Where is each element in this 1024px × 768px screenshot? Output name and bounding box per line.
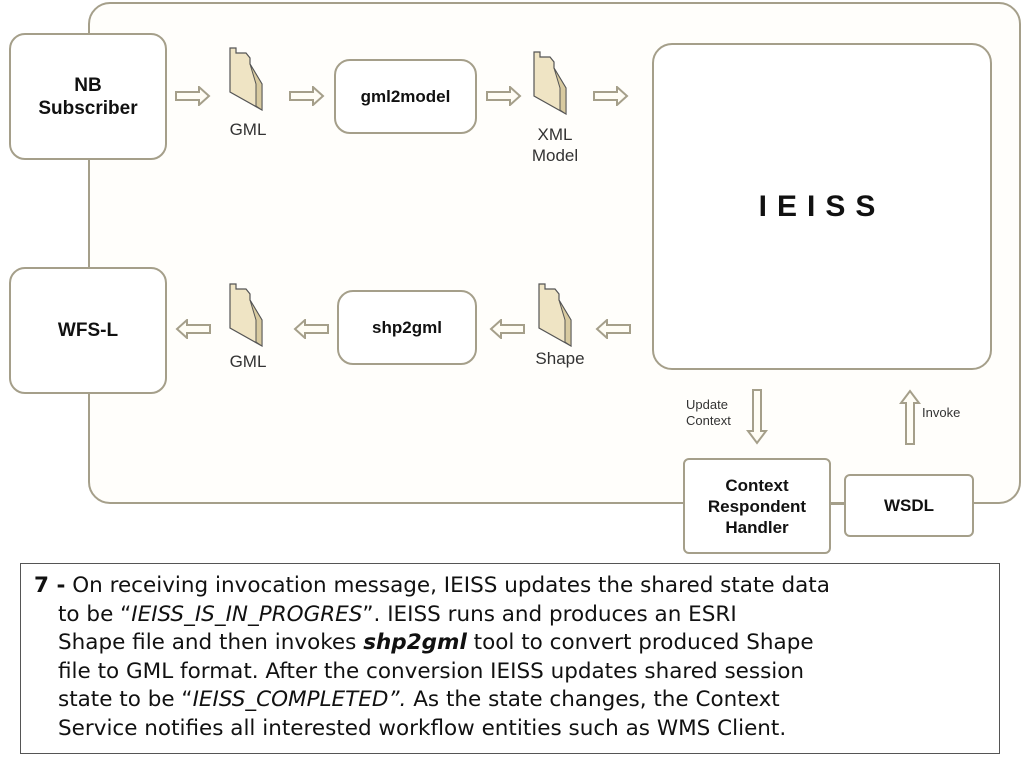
- wfs-l-node[interactable]: WFS-L: [9, 267, 167, 394]
- update-context-label-1: Update: [686, 397, 728, 412]
- context-respondent-handler-node[interactable]: Context Respondent Handler: [683, 458, 831, 554]
- nb-subscriber-label-2: Subscriber: [38, 97, 138, 119]
- invoke-label: Invoke: [922, 405, 961, 420]
- nb-subscriber-node[interactable]: NB Subscriber: [9, 33, 167, 160]
- gml-output-file-label: GML: [229, 352, 267, 371]
- shp2gml-node[interactable]: shp2gml: [337, 290, 477, 365]
- update-context-label-2: Context: [686, 413, 731, 428]
- description-text: tool to convert produced Shape: [466, 630, 814, 655]
- description-text: On receiving invocation message, IEISS u…: [65, 573, 830, 598]
- nb-subscriber-label-1: NB: [74, 74, 102, 96]
- arrow-down-icon: [746, 389, 768, 445]
- shp2gml-label: shp2gml: [372, 318, 442, 337]
- description-line-1: 7 - On receiving invocation message, IEI…: [34, 572, 989, 601]
- context-handler-label-1: Context: [725, 475, 789, 495]
- arrow-up-icon: [899, 389, 921, 445]
- gml2model-label: gml2model: [360, 87, 451, 106]
- description-line-2: to be “IEISS_IS_IN_PROGRES”. IEISS runs …: [34, 601, 989, 630]
- ieiss-node[interactable]: IEISS: [652, 43, 992, 370]
- shape-file-icon: [538, 283, 572, 348]
- xml-model-file-label: XML Model: [520, 124, 590, 166]
- wsdl-label: WSDL: [883, 496, 935, 515]
- description-text: to be “: [58, 601, 132, 627]
- description-text: Shape file and then invokes: [58, 630, 364, 655]
- context-handler-label-2: Respondent: [707, 496, 807, 516]
- arrow-right-icon: [175, 86, 211, 106]
- context-handler-label-3: Handler: [725, 517, 789, 537]
- description-text: ”. IEISS runs and produces an ESRI: [362, 601, 737, 627]
- xml-model-label-2: Model: [531, 146, 579, 165]
- tool-name: shp2gml: [363, 630, 467, 655]
- xml-model-label-1: XML: [537, 125, 573, 144]
- wfs-l-label: WFS-L: [57, 320, 119, 341]
- arrow-left-icon: [489, 319, 525, 339]
- gml-output-file-icon: [229, 283, 263, 348]
- step-number: 7 -: [34, 573, 66, 598]
- gml-file-label: GML: [229, 120, 267, 139]
- arrow-left-icon: [175, 319, 211, 339]
- wsdl-node[interactable]: WSDL: [844, 474, 974, 537]
- arrow-right-icon: [289, 86, 325, 106]
- gml-file-icon: [229, 47, 263, 112]
- gml2model-node[interactable]: gml2model: [334, 59, 477, 134]
- step-description: 7 - On receiving invocation message, IEI…: [20, 563, 1000, 754]
- ieiss-label: IEISS: [758, 189, 886, 223]
- state-in-progress: IEISS_IS_IN_PROGRES: [131, 601, 363, 627]
- description-line-4: file to GML format. After the conversion…: [34, 658, 989, 687]
- description-text: state to be “: [58, 687, 193, 712]
- arrow-right-icon: [486, 86, 522, 106]
- state-completed: IEISS_COMPLETED”.: [192, 687, 407, 712]
- description-text: As the state changes, the Context: [406, 687, 780, 712]
- description-line-6: Service notifies all interested workflow…: [34, 715, 989, 744]
- xml-model-file-icon: [533, 51, 567, 116]
- arrow-left-icon: [293, 319, 329, 339]
- description-line-5: state to be “IEISS_COMPLETED”. As the st…: [34, 686, 989, 715]
- description-line-3: Shape file and then invokes shp2gml tool…: [34, 629, 989, 658]
- shape-file-label: Shape: [535, 349, 585, 368]
- handler-wsdl-connector: [831, 503, 844, 505]
- arrow-right-icon: [593, 86, 629, 106]
- description-text: Service notifies all interested workflow…: [58, 715, 787, 741]
- arrow-left-icon: [595, 319, 631, 339]
- update-context-label: Update Context: [686, 397, 731, 429]
- description-text: file to GML format. After the conversion…: [58, 658, 805, 684]
